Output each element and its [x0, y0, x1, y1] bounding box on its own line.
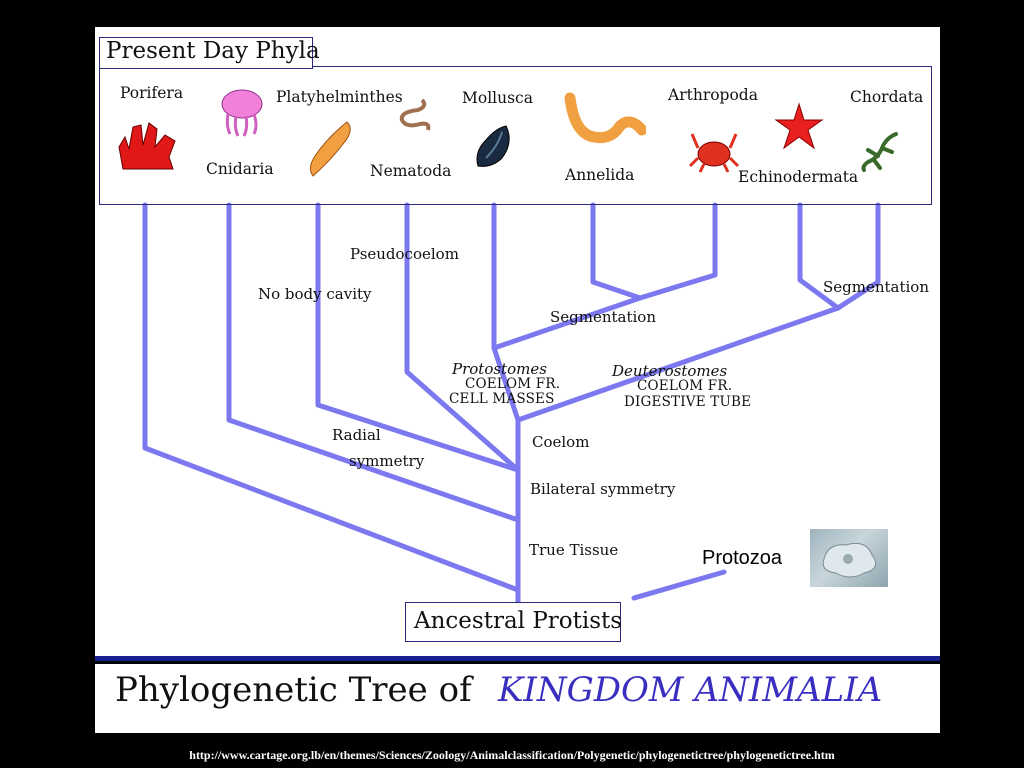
phyla-title: Present Day Phyla	[106, 38, 320, 64]
branch-arthropoda	[637, 202, 718, 301]
branch-chordata	[835, 202, 881, 311]
branch-porifera	[142, 202, 521, 593]
branch-annelida	[590, 202, 643, 301]
trait-segmentation-deuterostome: Segmentation	[823, 278, 930, 296]
ancestor-label: Ancestral Protists	[414, 608, 623, 634]
branch-protozoa	[631, 569, 727, 601]
trait-protostomes-line2: CELL MASSES	[449, 391, 555, 407]
trait-segmentation-protostome: Segmentation	[550, 308, 657, 326]
banner-title-accent: KINGDOM ANIMALIA	[498, 670, 883, 710]
protozoa-photo	[810, 529, 888, 587]
branch-echinodermata	[797, 202, 841, 311]
jellyfish-icon	[221, 89, 263, 137]
label-mollusca: Mollusca	[462, 89, 533, 107]
amoeba-icon	[822, 542, 877, 578]
label-nematoda: Nematoda	[370, 162, 452, 180]
banner-divider	[95, 656, 940, 661]
label-echinodermata: Echinodermata	[738, 168, 859, 186]
source-url: http://www.cartage.org.lb/en/themes/Scie…	[189, 748, 835, 762]
label-porifera: Porifera	[120, 84, 184, 102]
label-arthropoda: Arthropoda	[668, 86, 758, 104]
trait-coelom: Coelom	[532, 433, 590, 451]
crab-icon	[688, 133, 740, 173]
banner-divider-shadow	[95, 661, 940, 664]
sponge-icon	[118, 122, 176, 170]
trait-no-body-cavity: No body cavity	[258, 285, 372, 303]
trait-protostomes-line1: COELOM FR.	[465, 376, 561, 392]
ancestor-frame	[405, 602, 621, 642]
branch-platyhelminthes	[315, 202, 521, 473]
trait-pseudocoelom: Pseudocoelom	[350, 245, 459, 263]
trait-radial: Radial	[332, 426, 381, 444]
flatworm-icon	[309, 121, 351, 177]
trait-deuterostomes-line1: COELOM FR.	[637, 378, 733, 394]
phyla-title-frame	[99, 37, 313, 69]
branch-deuterostome-stem	[515, 305, 841, 423]
roundworm-icon	[399, 98, 431, 131]
trait-deuterostomes: Deuterostomes	[612, 362, 728, 380]
branch-cnidaria	[226, 202, 521, 523]
trait-deuterostomes-line2: DIGESTIVE TUBE	[624, 394, 752, 410]
branch-protostome-stem	[491, 295, 643, 351]
label-chordata: Chordata	[850, 88, 924, 106]
starfish-icon	[774, 102, 824, 150]
trait-true-tissue: True Tissue	[529, 541, 619, 559]
branch-nematoda	[404, 202, 521, 473]
banner-title: Phylogenetic Tree of	[115, 670, 472, 710]
label-annelida: Annelida	[565, 166, 635, 184]
earthworm-icon	[564, 92, 646, 144]
label-cnidaria: Cnidaria	[206, 160, 274, 178]
label-platyhelminthes: Platyhelminthes	[276, 88, 403, 106]
trait-bilateral-symmetry: Bilateral symmetry	[530, 480, 676, 498]
trait-protostomes: Protostomes	[452, 360, 547, 378]
phyla-frame	[99, 66, 932, 205]
trait-symmetry: symmetry	[349, 452, 425, 470]
protozoa-label: Protozoa	[702, 547, 783, 569]
lizard-icon	[861, 132, 898, 172]
mussel-icon	[476, 125, 510, 167]
